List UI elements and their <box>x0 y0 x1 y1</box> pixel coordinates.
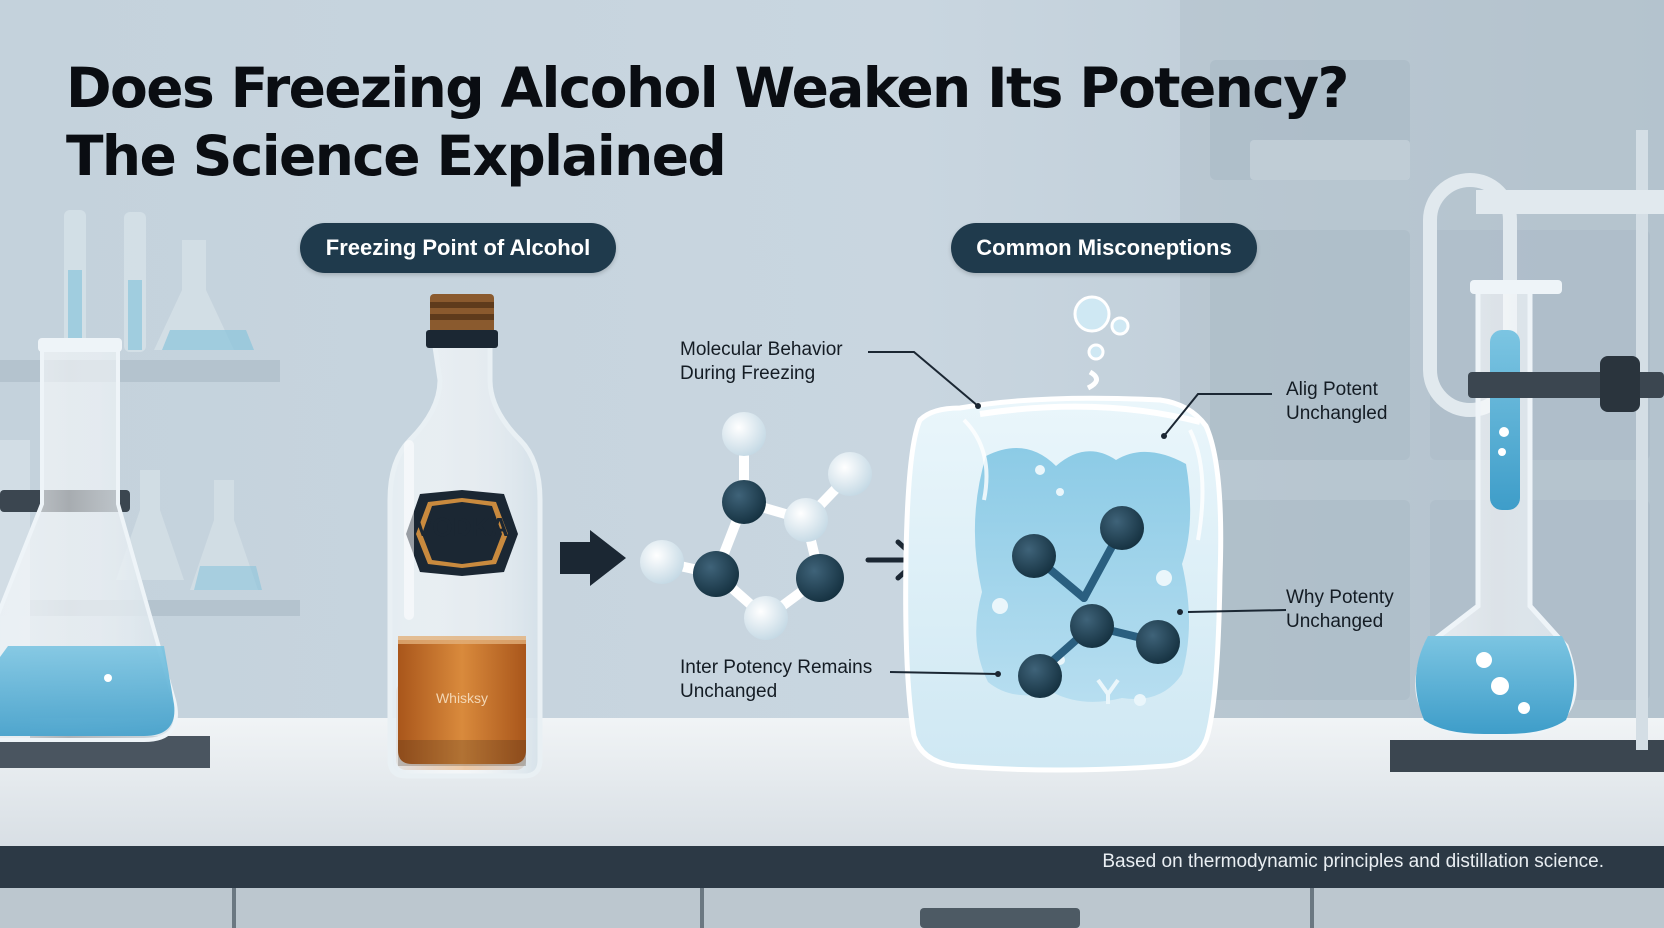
vodka-bottle <box>387 294 543 779</box>
free-molecule-diagram <box>640 412 872 640</box>
section-pill-misconceptions: Common Misconeptions <box>951 223 1257 273</box>
title-line-1: Does Freezing Alcohol Weaken Its Potency… <box>66 56 1349 120</box>
annotation-alig-potent: Alig Potent Unchangled <box>1286 379 1388 424</box>
arrow-icon <box>560 530 626 586</box>
title-line-2: The Science Explained <box>66 124 727 188</box>
annotation-leaders <box>868 351 1287 675</box>
annotation-molecular-behavior: Molecular Behavior During Freezing <box>680 339 843 384</box>
annotation-inter-potency: Inter Potency Remains Unchanged <box>680 657 873 702</box>
page-title: Does Freezing Alcohol Weaken Its Potency… <box>66 54 1349 190</box>
bottle-liquid-label: Whisksy <box>435 690 489 706</box>
source-note: Based on thermodynamic principles and di… <box>1102 851 1604 872</box>
ice-cube <box>903 295 1224 773</box>
section-pill-freezing-point: Freezing Point of Alcohol <box>300 223 616 273</box>
bottle-brand-label: VODKA <box>415 512 509 542</box>
annotation-why-potency: Why Potenty Unchanged <box>1286 587 1394 632</box>
